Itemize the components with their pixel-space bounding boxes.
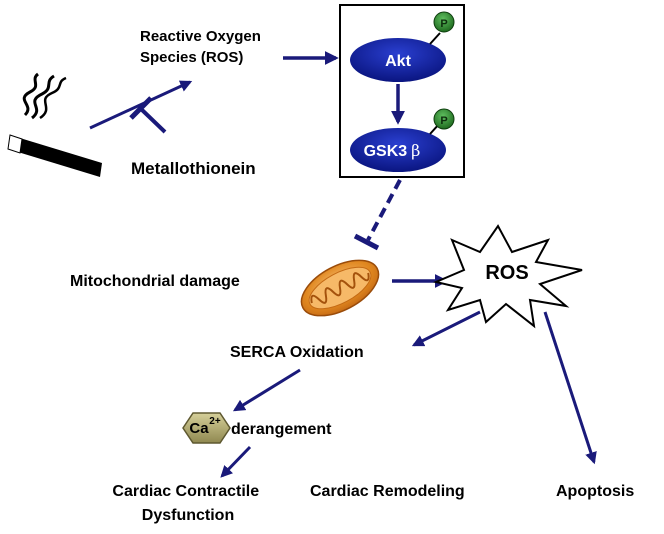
calcium-hexagon: Ca 2+ [182, 412, 231, 444]
arrow-cigarette-to-ros [89, 80, 193, 130]
apoptosis-label: Apoptosis [556, 483, 634, 500]
arrow-ros-to-serca [411, 310, 481, 347]
arrow-calcium-to-contractile [220, 445, 252, 478]
ros-source-label: Reactive Oxygen Species (ROS) [140, 28, 265, 66]
calcium-label: Ca [189, 420, 209, 437]
cardiac-remodeling-label: Cardiac Remodeling [310, 483, 465, 500]
cardiac-contractile-label: Cardiac Contractile Dysfunction [112, 483, 263, 524]
arrow-ros-to-apoptosis [543, 311, 597, 465]
phospho-gsk3: P [429, 108, 455, 135]
mitochondrion-icon [300, 259, 380, 317]
svg-text:P: P [440, 18, 447, 30]
akt-label: Akt [385, 53, 411, 70]
signaling-box [339, 4, 465, 178]
cigarette-icon [7, 72, 102, 177]
svg-text:P: P [440, 115, 447, 127]
derangement-label: derangement [231, 421, 332, 438]
inhibition-metallothionein [129, 96, 167, 134]
calcium-charge: 2+ [209, 416, 221, 427]
metallothionein-label: Metallothionein [131, 159, 256, 178]
serca-label: SERCA Oxidation [230, 344, 364, 361]
ros-burst: ROS [432, 224, 583, 329]
arrow-serca-to-calcium [232, 368, 301, 412]
inhibition-gsk3-to-mito [353, 179, 402, 251]
akt-node: Akt [350, 38, 446, 82]
ros-burst-label: ROS [485, 262, 528, 284]
phospho-akt: P [429, 11, 455, 45]
mito-damage-label: Mitochondrial damage [70, 273, 240, 290]
